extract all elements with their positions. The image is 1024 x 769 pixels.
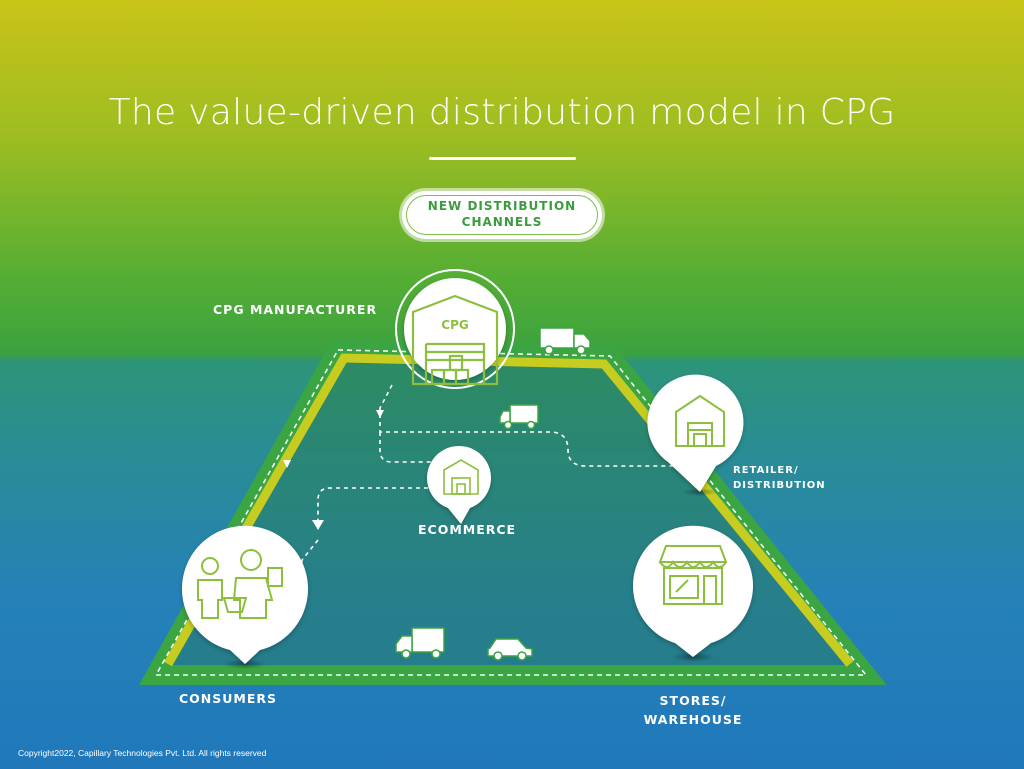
stores-node [633, 525, 754, 657]
storefront-icon [658, 545, 728, 605]
cpg-sign-text: CPG [441, 318, 468, 332]
warehouse-icon [443, 459, 479, 495]
warehouse-icon [411, 294, 499, 386]
ecommerce-label: ECOMMERCE [418, 522, 517, 537]
flow-arrow-icon [283, 460, 291, 468]
ecommerce-routes [301, 384, 690, 600]
delivery-truck-icon [499, 404, 539, 430]
retailer-node [647, 374, 744, 492]
ecommerce-node [427, 445, 492, 524]
route-arrow-icon [312, 520, 324, 530]
warehouse-icon [675, 394, 725, 447]
consumers-node [182, 525, 309, 664]
car-icon [487, 638, 533, 661]
badge-line-1: NEW DISTRIBUTION [427, 199, 577, 213]
stores-label: STORES/ WAREHOUSE [643, 693, 743, 727]
delivery-truck-icon [539, 327, 591, 355]
new-distribution-channels-badge: NEW DISTRIBUTION CHANNELS [402, 191, 602, 239]
copyright-text: Copyright2022, Capillary Technologies Pv… [18, 748, 267, 758]
cpg-manufacturer-node: CPG [395, 269, 515, 389]
title-underline [429, 157, 576, 160]
delivery-truck-icon [395, 627, 445, 659]
consumers-icon [197, 549, 283, 619]
consumers-label: CONSUMERS [179, 691, 278, 706]
page-title: The value-driven distribution model in C… [108, 92, 896, 133]
route-arrow-icon [376, 410, 384, 418]
retailer-label: RETAILER/ DISTRIBUTION [733, 465, 826, 491]
cpg-manufacturer-label: CPG MANUFACTURER [213, 302, 378, 317]
badge-line-2: CHANNELS [461, 215, 543, 229]
